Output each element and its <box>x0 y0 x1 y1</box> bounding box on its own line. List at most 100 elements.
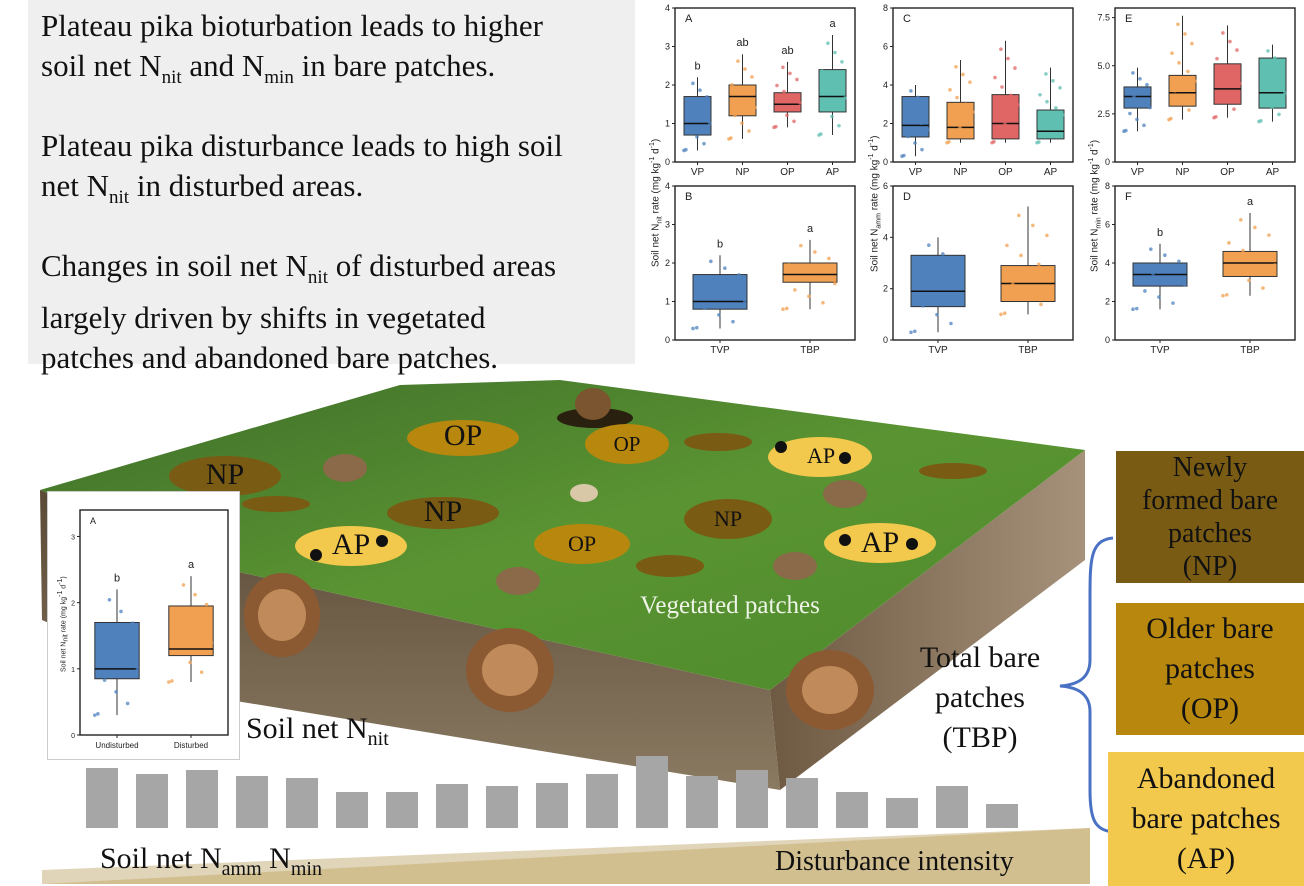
y-tick-label: 4 <box>883 232 888 242</box>
y-tick-label: 0 <box>1105 157 1110 167</box>
tbp-line2: patches <box>935 681 1025 714</box>
data-point <box>135 666 140 671</box>
burrow-1-inner <box>258 589 306 641</box>
x-tick-label: NP <box>954 167 968 178</box>
data-point <box>119 609 123 614</box>
disturbance-bar <box>536 783 568 828</box>
x-tick-label: VP <box>691 167 705 178</box>
data-point <box>1283 91 1287 95</box>
data-point <box>198 631 202 635</box>
data-point <box>840 59 844 64</box>
data-point <box>784 306 789 311</box>
summary-p3-line3: patches and abandoned bare patches. <box>41 340 499 376</box>
patch-small-2 <box>919 463 987 479</box>
data-point <box>1055 133 1059 138</box>
sub-nit: nit <box>161 67 182 89</box>
soil-min-text: N <box>261 842 291 875</box>
data-point <box>961 72 965 77</box>
ap-dot <box>310 549 322 561</box>
data-point <box>1145 82 1149 87</box>
x-tick-label: OP <box>1220 167 1235 178</box>
data-point <box>1142 123 1146 128</box>
data-point <box>1177 259 1181 264</box>
data-point <box>730 82 734 87</box>
data-point <box>705 95 709 99</box>
data-point <box>1232 107 1236 111</box>
marmot-icon <box>575 388 611 420</box>
data-point <box>947 140 951 144</box>
data-point <box>1224 293 1229 297</box>
data-point <box>1124 128 1128 133</box>
disturbance-bar <box>786 778 818 828</box>
data-point <box>964 102 968 107</box>
data-point <box>1131 307 1135 312</box>
patch-small-3 <box>242 496 310 512</box>
data-point <box>1267 77 1271 82</box>
data-point <box>746 97 750 102</box>
data-point <box>737 90 741 95</box>
burrow-2-inner <box>482 644 538 696</box>
data-point <box>753 105 757 110</box>
data-point <box>903 108 907 113</box>
data-point <box>1031 223 1035 228</box>
data-point <box>1038 92 1042 97</box>
y-tick-label: 2 <box>883 119 888 129</box>
patch-small-4 <box>636 555 704 577</box>
data-point <box>1039 302 1043 307</box>
soil-nit-sub: nit <box>367 728 389 750</box>
significance-letter: b <box>114 572 120 584</box>
summary-p3-line1: Changes in soil net Nnit of disturbed ar… <box>41 246 556 298</box>
data-point <box>1173 88 1177 93</box>
panel-label: E <box>1125 13 1132 25</box>
data-point <box>775 83 779 88</box>
y-tick-label: 3 <box>665 42 670 52</box>
disturbance-bar <box>86 768 118 828</box>
data-point <box>698 88 702 92</box>
data-point <box>1025 292 1029 297</box>
x-tick-label: TBP <box>1240 345 1260 356</box>
disturbance-bar <box>586 774 618 828</box>
data-point <box>691 81 695 86</box>
data-point <box>1128 111 1132 116</box>
data-point <box>697 279 701 284</box>
text-disturbed: in disturbed areas. <box>129 168 364 203</box>
patch-np-1 <box>169 456 281 496</box>
data-point <box>1231 73 1235 77</box>
y-tick-label: 0 <box>665 335 670 345</box>
data-point <box>830 114 834 119</box>
sub-min: min <box>264 67 294 89</box>
box-OP <box>991 94 1020 140</box>
data-point <box>958 125 962 130</box>
x-tick-label: OP <box>998 167 1013 178</box>
data-point <box>947 286 951 291</box>
data-point <box>1273 56 1277 60</box>
data-point <box>167 680 171 684</box>
y-tick-label: 0 <box>1105 335 1110 345</box>
significance-letter: a <box>1247 196 1254 208</box>
data-point <box>691 326 695 331</box>
data-point <box>1061 113 1065 117</box>
pika-icon <box>496 567 540 595</box>
data-point <box>114 690 118 694</box>
data-point <box>929 278 933 283</box>
data-point <box>913 141 917 145</box>
data-point <box>1273 263 1277 267</box>
data-point <box>1221 293 1225 298</box>
y-tick-label: 1 <box>665 119 670 129</box>
legend-op-l3: (OP) <box>1180 692 1240 725</box>
data-point <box>193 592 197 597</box>
data-point <box>93 713 97 717</box>
data-point <box>1058 85 1062 90</box>
patch-label-ap: AP <box>806 443 836 468</box>
data-point <box>1221 31 1225 35</box>
data-point <box>909 330 913 335</box>
y-tick-label: 2 <box>665 258 670 268</box>
data-point <box>743 67 747 71</box>
y-tick-label: 0 <box>883 157 888 167</box>
panel-label: C <box>903 13 911 25</box>
legend-np-l1: Newly <box>1172 452 1248 483</box>
data-point <box>723 266 727 270</box>
soil-nit-label: Soil net Nnit <box>246 712 389 751</box>
